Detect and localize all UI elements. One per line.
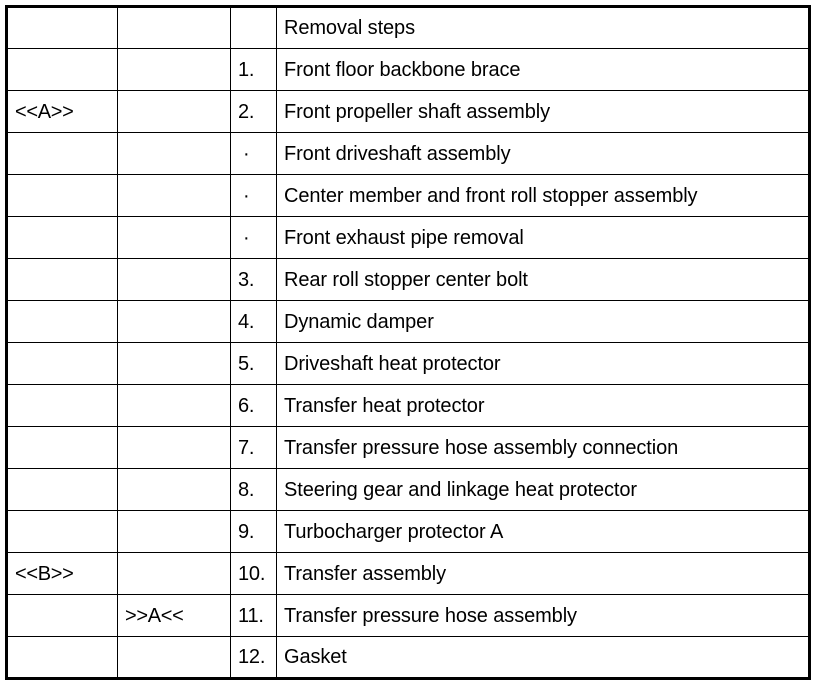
table-row: 1.Front floor backbone brace [6, 48, 810, 91]
table-row: ·Front exhaust pipe removal [6, 216, 810, 259]
table-row: ·Center member and front roll stopper as… [6, 174, 810, 217]
row-bullet-marker: · [230, 132, 277, 175]
row-bullet-marker: · [230, 174, 277, 217]
row-step-number: 10. [230, 552, 277, 595]
row-step-description: Transfer assembly [276, 552, 810, 595]
row-step-description: Transfer pressure hose assembly connecti… [276, 426, 810, 469]
table-row: 7.Transfer pressure hose assembly connec… [6, 426, 810, 469]
table-header: Removal steps [6, 6, 810, 49]
row-step-number: 5. [230, 342, 277, 385]
table-row: 4.Dynamic damper [6, 300, 810, 343]
row-marker-a-empty [6, 258, 118, 301]
row-marker-b-empty [117, 510, 231, 553]
row-marker-b-empty [117, 552, 231, 595]
row-step-number: 11. [230, 594, 277, 637]
table-row: <<B>> 10.Transfer assembly [6, 552, 810, 595]
row-marker-b-empty [117, 132, 231, 175]
row-step-number: 7. [230, 426, 277, 469]
row-marker-a-empty [6, 132, 118, 175]
row-marker-b-empty [117, 426, 231, 469]
row-marker-a-empty [6, 426, 118, 469]
row-marker-a-empty [6, 636, 118, 679]
row-bullet-marker: · [230, 216, 277, 259]
row-marker-b-empty [117, 90, 231, 133]
row-step-number: 2. [230, 90, 277, 133]
row-marker-a-empty [6, 384, 118, 427]
table-row: 3.Rear roll stopper center bolt [6, 258, 810, 301]
row-step-number: 4. [230, 300, 277, 343]
row-marker-b-empty [117, 174, 231, 217]
table-row: >>A<<11.Transfer pressure hose assembly [6, 594, 810, 637]
row-step-description: Front driveshaft assembly [276, 132, 810, 175]
row-marker-a-empty [6, 342, 118, 385]
removal-steps-table-container: Removal steps 1.Front floor backbone bra… [5, 5, 811, 680]
header-mark-a-column [6, 6, 118, 49]
row-marker-b-empty [117, 300, 231, 343]
table-row: 12.Gasket [6, 636, 810, 679]
row-step-description: Dynamic damper [276, 300, 810, 343]
row-marker-b: >>A<< [117, 594, 231, 637]
table-row: ·Front driveshaft assembly [6, 132, 810, 175]
row-step-description: Turbocharger protector A [276, 510, 810, 553]
row-step-description: Driveshaft heat protector [276, 342, 810, 385]
row-marker-a: <<A>> [6, 90, 118, 133]
row-marker-a-empty [6, 216, 118, 259]
row-marker-a-empty [6, 300, 118, 343]
row-marker-a-empty [6, 174, 118, 217]
row-step-description: Transfer heat protector [276, 384, 810, 427]
row-step-number: 3. [230, 258, 277, 301]
row-step-number: 8. [230, 468, 277, 511]
header-mark-b-column [117, 6, 231, 49]
removal-steps-table: Removal steps 1.Front floor backbone bra… [5, 5, 811, 680]
row-step-number: 6. [230, 384, 277, 427]
row-step-description: Front exhaust pipe removal [276, 216, 810, 259]
row-marker-b-empty [117, 636, 231, 679]
row-step-description: Steering gear and linkage heat protector [276, 468, 810, 511]
row-marker-b-empty [117, 48, 231, 91]
header-number-column [230, 6, 277, 49]
row-step-description: Transfer pressure hose assembly [276, 594, 810, 637]
row-step-description: Rear roll stopper center bolt [276, 258, 810, 301]
table-row: 8.Steering gear and linkage heat protect… [6, 468, 810, 511]
row-marker-b-empty [117, 216, 231, 259]
table-row: 9.Turbocharger protector A [6, 510, 810, 553]
row-step-description: Front propeller shaft assembly [276, 90, 810, 133]
table-body: 1.Front floor backbone brace<<A>>2.Front… [6, 48, 810, 679]
header-removal-steps: Removal steps [276, 6, 810, 49]
row-step-description: Gasket [276, 636, 810, 679]
row-marker-a: <<B>> [6, 552, 118, 595]
row-step-number: 12. [230, 636, 277, 679]
row-marker-a-empty [6, 48, 118, 91]
row-step-number: 9. [230, 510, 277, 553]
table-row: 5.Driveshaft heat protector [6, 342, 810, 385]
row-marker-a-empty [6, 594, 118, 637]
row-marker-b-empty [117, 384, 231, 427]
table-row: 6.Transfer heat protector [6, 384, 810, 427]
row-marker-b-empty [117, 342, 231, 385]
row-step-description: Center member and front roll stopper ass… [276, 174, 810, 217]
row-step-description: Front floor backbone brace [276, 48, 810, 91]
table-header-row: Removal steps [6, 6, 810, 49]
row-marker-a-empty [6, 510, 118, 553]
row-marker-a-empty [6, 468, 118, 511]
row-marker-b-empty [117, 468, 231, 511]
table-row: <<A>> 2.Front propeller shaft assembly [6, 90, 810, 133]
row-marker-b-empty [117, 258, 231, 301]
row-step-number: 1. [230, 48, 277, 91]
